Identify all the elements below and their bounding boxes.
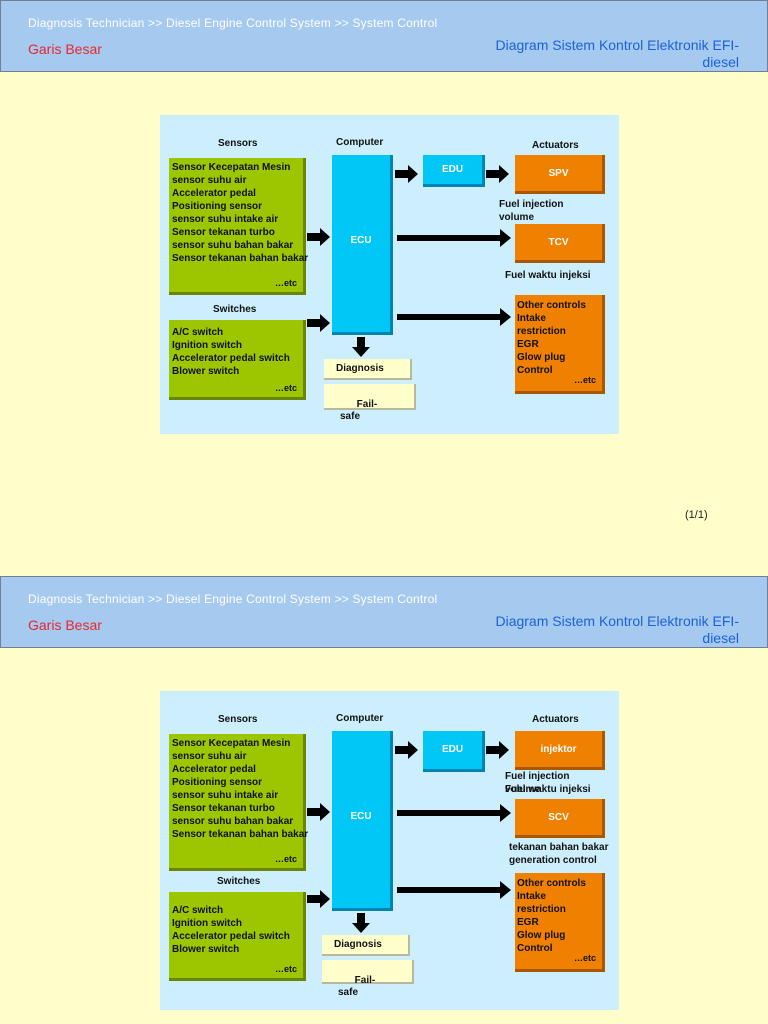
arrow-sensors-to-ecu: [307, 228, 330, 246]
page-title-line-1: Diagram Sistem Kontrol Elektronik EFI-: [495, 613, 739, 629]
failsafe-box: Fail- safe: [324, 384, 416, 422]
other-controls-etc: …etc: [573, 953, 596, 963]
page-number: (1/1): [685, 509, 708, 521]
sensors-box: Sensor Kecepatan Mesin sensor suhu air A…: [169, 734, 309, 871]
actuator-injektor-caption: Fuel injection volume: [505, 771, 570, 795]
actuator-injektor-caption-overlap: Fuel waktu injeksi: [505, 784, 591, 795]
diagnosis-label: Diagnosis: [334, 939, 382, 950]
failsafe-label: Fail- safe: [338, 975, 376, 998]
actuator-tcv-box: TCV: [515, 224, 605, 263]
sensors-etc: …etc: [274, 854, 297, 864]
switches-list: A/C switch Ignition switch Accelerator p…: [172, 327, 290, 377]
sensors-etc: …etc: [274, 278, 297, 288]
slide-page-2: Diagnosis Technician >> Diesel Engine Co…: [0, 576, 768, 1024]
edu-block: EDU: [423, 155, 485, 187]
sensors-heading: Sensors: [218, 138, 258, 149]
arrow-ecu-to-diagnosis: [352, 913, 370, 933]
actuator-injektor-box: injektor: [515, 731, 605, 770]
other-controls-etc: …etc: [573, 375, 596, 385]
page-title: Diagram Sistem Kontrol Elektronik EFI- d…: [439, 37, 739, 71]
ecu-label: ECU: [350, 235, 372, 246]
edu-label: EDU: [441, 744, 464, 755]
system-control-diagram: Sensors Computer Actuators Sensor Kecepa…: [160, 115, 619, 434]
actuator-scv-caption: tekanan bahan bakar generation control: [509, 842, 609, 866]
actuator-tcv-label: TCV: [548, 237, 569, 248]
switches-heading: Switches: [213, 304, 257, 315]
failsafe-label: Fail- safe: [340, 399, 378, 422]
actuator-spv-label: SPV: [548, 168, 569, 179]
arrow-ecu-to-other: [397, 881, 511, 899]
switches-box: A/C switch Ignition switch Accelerator p…: [169, 320, 306, 400]
diagnosis-box: Diagnosis: [324, 359, 412, 380]
page-title-line-2: diesel: [702, 54, 739, 70]
sensors-box: Sensor Kecepatan Mesin sensor suhu air A…: [169, 158, 309, 295]
arrow-switches-to-ecu: [307, 890, 330, 908]
actuators-heading: Actuators: [532, 714, 579, 725]
section-label: Garis Besar: [28, 617, 102, 633]
edu-block: EDU: [423, 731, 485, 772]
other-controls-box: Other controls Intake restriction EGR Gl…: [515, 873, 605, 972]
arrow-ecu-to-tcv: [397, 229, 511, 247]
ecu-label: ECU: [350, 811, 372, 822]
other-controls-list: Other controls Intake restriction EGR Gl…: [517, 878, 586, 954]
ecu-block: ECU: [332, 731, 393, 911]
actuators-heading: Actuators: [532, 140, 579, 151]
ecu-block: ECU: [332, 155, 393, 335]
computer-heading: Computer: [336, 137, 384, 148]
section-label: Garis Besar: [28, 41, 102, 57]
sensors-heading: Sensors: [218, 714, 258, 725]
actuator-scv-box: SCV: [515, 799, 605, 838]
arrow-switches-to-ecu: [307, 314, 330, 332]
switches-list: A/C switch Ignition switch Accelerator p…: [172, 905, 290, 955]
edu-label: EDU: [441, 164, 464, 175]
switches-etc: …etc: [274, 964, 297, 974]
page-title-line-1: Diagram Sistem Kontrol Elektronik EFI-: [495, 37, 739, 53]
switches-box: A/C switch Ignition switch Accelerator p…: [169, 892, 306, 981]
actuator-spv-caption: Fuel injection volume: [499, 199, 564, 223]
actuator-injektor-label: injektor: [540, 744, 577, 755]
failsafe-box: Fail- safe: [322, 960, 414, 998]
page-title: Diagram Sistem Kontrol Elektronik EFI- d…: [439, 613, 739, 647]
actuator-tcv-caption: Fuel waktu injeksi: [505, 270, 591, 281]
sensors-list: Sensor Kecepatan Mesin sensor suhu air A…: [172, 162, 309, 264]
system-control-diagram: Sensors Computer Actuators Sensor Kecepa…: [160, 691, 619, 1010]
header-bar: Diagnosis Technician >> Diesel Engine Co…: [0, 0, 768, 72]
header-bar: Diagnosis Technician >> Diesel Engine Co…: [0, 576, 768, 648]
slide-page-1: Diagnosis Technician >> Diesel Engine Co…: [0, 0, 768, 521]
sensors-list: Sensor Kecepatan Mesin sensor suhu air A…: [172, 738, 309, 840]
diagnosis-label: Diagnosis: [336, 363, 384, 374]
diagnosis-box: Diagnosis: [322, 935, 410, 956]
computer-heading: Computer: [336, 713, 384, 724]
arrow-ecu-to-edu: [395, 741, 418, 759]
actuator-spv-box: SPV: [515, 155, 605, 194]
arrow-ecu-to-diagnosis: [352, 337, 370, 357]
arrow-edu-to-spv: [486, 165, 509, 183]
page-title-line-2: diesel: [702, 630, 739, 646]
other-controls-box: Other controls Intake restriction EGR Gl…: [515, 295, 605, 394]
other-controls-list: Other controls Intake restriction EGR Gl…: [517, 300, 586, 376]
arrow-ecu-to-scv: [397, 804, 511, 822]
arrow-ecu-to-other: [397, 308, 511, 326]
arrow-sensors-to-ecu: [307, 803, 330, 821]
breadcrumb[interactable]: Diagnosis Technician >> Diesel Engine Co…: [28, 592, 438, 606]
arrow-edu-to-injektor: [486, 741, 509, 759]
breadcrumb[interactable]: Diagnosis Technician >> Diesel Engine Co…: [28, 16, 438, 30]
arrow-ecu-to-edu: [395, 165, 418, 183]
switches-etc: …etc: [274, 383, 297, 393]
switches-heading: Switches: [217, 876, 261, 887]
actuator-scv-label: SCV: [548, 812, 569, 823]
